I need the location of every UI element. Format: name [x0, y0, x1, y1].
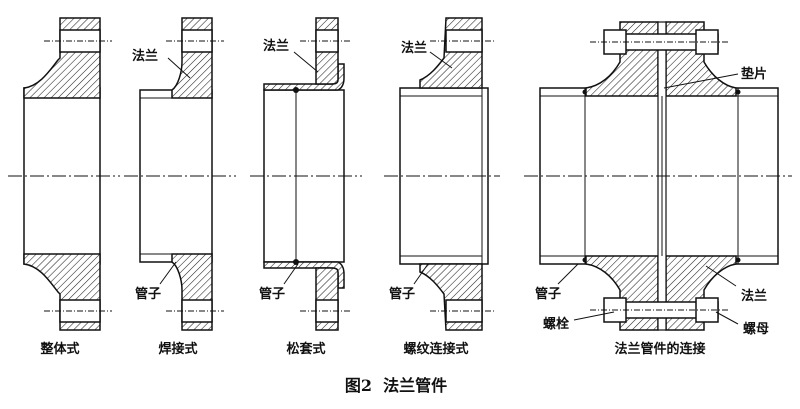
caption-lap-joint: 松套式: [286, 341, 325, 357]
flange-connection-diagram: [524, 21, 792, 331]
label-pipe-threaded: 管子: [389, 286, 415, 302]
label-pipe-welded: 管子: [135, 286, 161, 302]
leader-flange: [167, 57, 191, 79]
leader-pipe: [557, 263, 579, 285]
label-flange-lap: 法兰: [263, 38, 289, 54]
caption-welded: 焊接式: [158, 341, 197, 357]
label-gasket: 垫片: [741, 66, 767, 82]
flange-top-section: [419, 17, 483, 89]
leader-bolt: [573, 311, 615, 321]
welded-flange-diagram: [124, 17, 236, 331]
label-flange-connection: 法兰: [741, 288, 767, 304]
leader-pipe: [159, 261, 177, 285]
caption-connection: 法兰管件的连接: [614, 341, 705, 357]
label-bolt: 螺栓: [543, 316, 569, 332]
leader-pipe: [413, 263, 429, 285]
threaded-flange-diagram: [384, 17, 500, 331]
label-pipe-lap: 管子: [259, 286, 285, 302]
leader-flange: [293, 51, 319, 73]
lap-joint-flange-diagram: [250, 17, 362, 331]
leader-pipe: [283, 263, 299, 285]
leader-gasket: [663, 73, 739, 89]
integral-flange-diagram: [8, 17, 120, 331]
figure-caption: 图2 法兰管件: [345, 376, 447, 395]
nut-top: [695, 29, 719, 55]
label-flange-threaded: 法兰: [401, 40, 427, 56]
label-flange-welded: 法兰: [132, 48, 158, 64]
caption-integral: 整体式: [39, 341, 79, 357]
label-pipe-connection: 管子: [535, 286, 561, 302]
leader-flange: [705, 265, 737, 287]
nut-bottom: [695, 297, 719, 323]
label-nut: 螺母: [743, 321, 769, 337]
caption-threaded: 螺纹连接式: [403, 341, 468, 357]
leader-flange: [429, 51, 453, 69]
leader-nut: [715, 311, 739, 325]
